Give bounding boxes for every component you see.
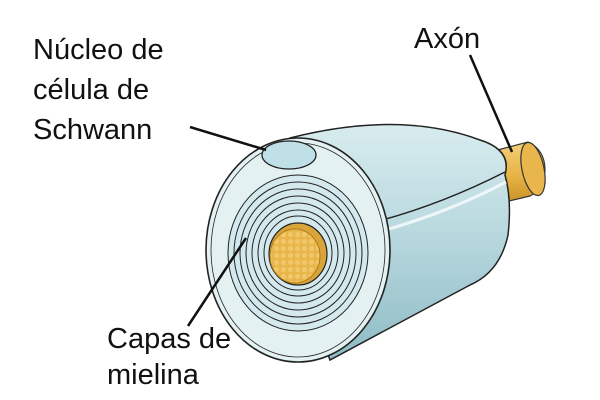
label-line: célula de [33,74,150,106]
axon-label: Axón [414,23,481,55]
label-line: Schwann [33,114,153,146]
axon-leader-line [468,54,514,153]
myelin-leader-line [186,237,248,327]
label-line: mielina [107,359,199,391]
schwann-nucleus-shape [261,140,317,170]
myelin-layers-label: Capas de mielina [107,321,231,393]
label-line: Capas de [107,323,232,355]
label-line: Núcleo de [33,34,164,66]
schwann-nucleus-label: Núcleo de célula de Schwann [33,30,164,150]
schwann-leader-line [189,125,267,152]
axon-cross-section [268,222,328,286]
